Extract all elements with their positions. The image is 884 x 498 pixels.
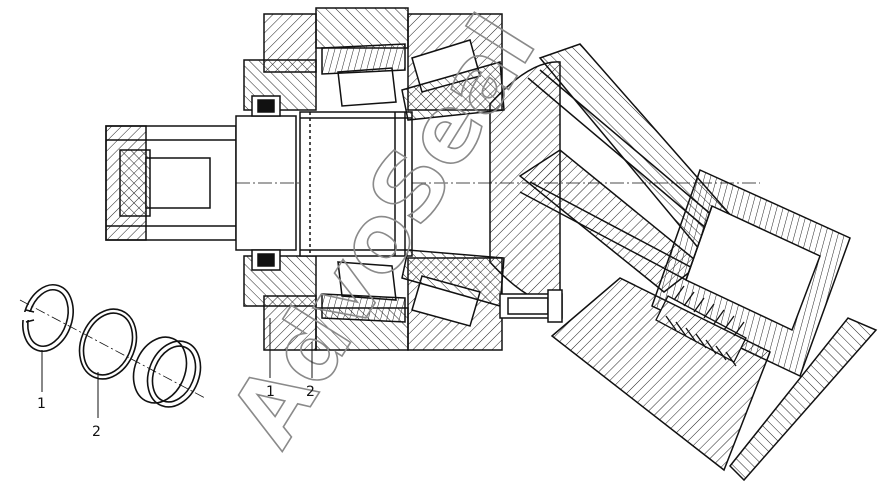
seal-ring-part [78, 308, 138, 380]
callout-left-2: 2 [92, 424, 101, 440]
callout-left-1: 1 [37, 396, 46, 412]
port-plate [550, 277, 878, 482]
front-bearing-bottom [321, 261, 406, 323]
input-shaft [105, 115, 760, 251]
retaining-ring-part [22, 284, 74, 352]
front-bearing-top [321, 43, 406, 107]
rear-bearing-bottom [401, 249, 505, 327]
callout-pump-1: 1 [266, 384, 275, 400]
bushing-sleeve-part [132, 336, 202, 408]
assembly-axis-line [19, 299, 206, 399]
rear-bearing-top [401, 39, 505, 121]
drive-flange [489, 61, 563, 323]
callout-pump-2: 2 [306, 384, 315, 400]
